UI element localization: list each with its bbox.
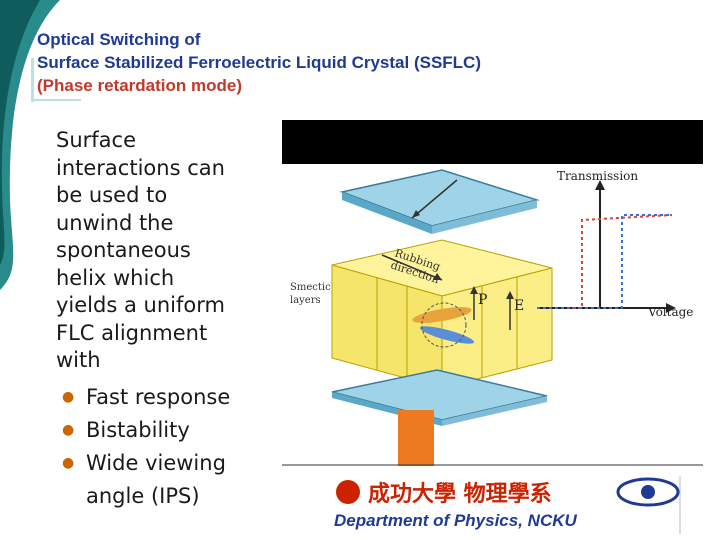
ssflc-diagram: P E Rubbing direction Smectic layers Tra… — [282, 120, 703, 466]
orange-base — [398, 410, 434, 466]
slide-title: Optical Switching of Surface Stabilized … — [37, 28, 677, 97]
bullet-dot-icon: ● — [62, 388, 75, 405]
teal-curve-outer — [0, 0, 60, 290]
label-voltage: Voltage — [647, 305, 693, 319]
bullet-dot-icon: ● — [62, 454, 75, 471]
hysteresis-blue — [537, 214, 672, 309]
rubbing-arrow — [381, 254, 443, 281]
bullet-text: Fast response — [86, 384, 231, 409]
logo-department: Department of Physics, NCKU — [334, 511, 577, 530]
bullet-item: ● Bistability — [56, 414, 276, 447]
figure-top-bar — [282, 120, 703, 164]
logo-chinese: 成功大學 物理學系 — [368, 481, 552, 507]
top-plate-arrow — [411, 179, 458, 219]
bullet-text: Wide viewing angle (IPS) — [86, 450, 226, 508]
label-smectic-2: layers — [290, 295, 321, 306]
title-line-1: Optical Switching of — [37, 30, 201, 49]
title-box-outline — [31, 58, 34, 102]
bullet-text: Bistability — [86, 417, 190, 442]
lc-molecule — [412, 307, 472, 323]
bullet-dot-icon: ● — [62, 421, 75, 438]
label-e: E — [514, 298, 524, 314]
teal-curve-inner — [0, 0, 40, 265]
label-p: P — [478, 292, 487, 308]
label-transmission: Transmission — [557, 169, 638, 183]
body-paragraph: Surface interactions can be used to unwi… — [56, 128, 225, 372]
title-box-line — [31, 99, 81, 101]
school-emblem-icon — [336, 480, 360, 504]
title-line-2: Surface Stabilized Ferroelectric Liquid … — [37, 53, 481, 72]
bullet-item: ● Fast response — [56, 381, 276, 414]
hysteresis-red — [572, 214, 673, 309]
body-text: Surface interactions can be used to unwi… — [56, 127, 276, 513]
eye-icon — [616, 477, 680, 507]
ncku-physics-logo: 成功大學 物理學系 Department of Physics, NCKU — [334, 476, 681, 534]
label-smectic-1: Smectic — [290, 282, 331, 293]
bullet-item: ● Wide viewing angle (IPS) — [56, 447, 276, 513]
bullet-list: ● Fast response ● Bistability ● Wide vie… — [56, 381, 276, 513]
lc-cell-front-right — [441, 267, 553, 389]
title-line-3: (Phase retardation mode) — [37, 76, 242, 95]
